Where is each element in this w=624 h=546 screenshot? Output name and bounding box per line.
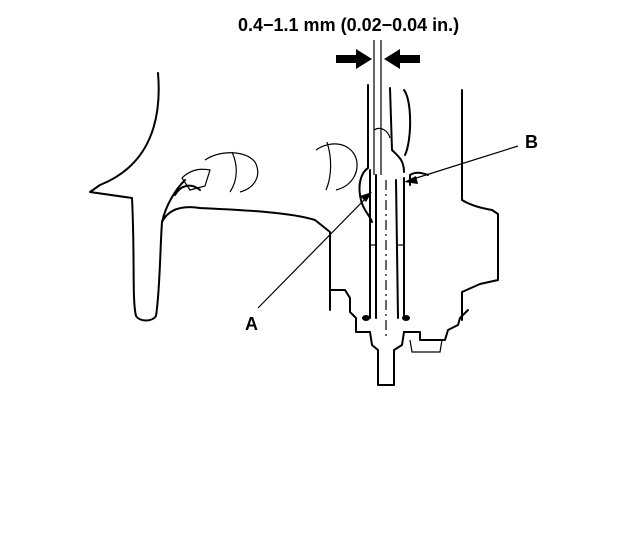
right-dimension-arrow-icon — [384, 49, 420, 69]
callout-b-label: B — [525, 132, 538, 152]
callout-b: B — [404, 132, 538, 184]
valve-assembly — [329, 84, 469, 386]
right-housing — [409, 89, 499, 321]
callout-a: A — [245, 192, 372, 334]
callout-a-label: A — [245, 314, 258, 334]
left-dimension-arrow-icon — [336, 49, 372, 69]
left-housing — [89, 72, 358, 322]
dimension-arrows — [336, 40, 420, 175]
clearance-spec-label: 0.4−1.1 mm (0.02−0.04 in.) — [238, 15, 459, 35]
